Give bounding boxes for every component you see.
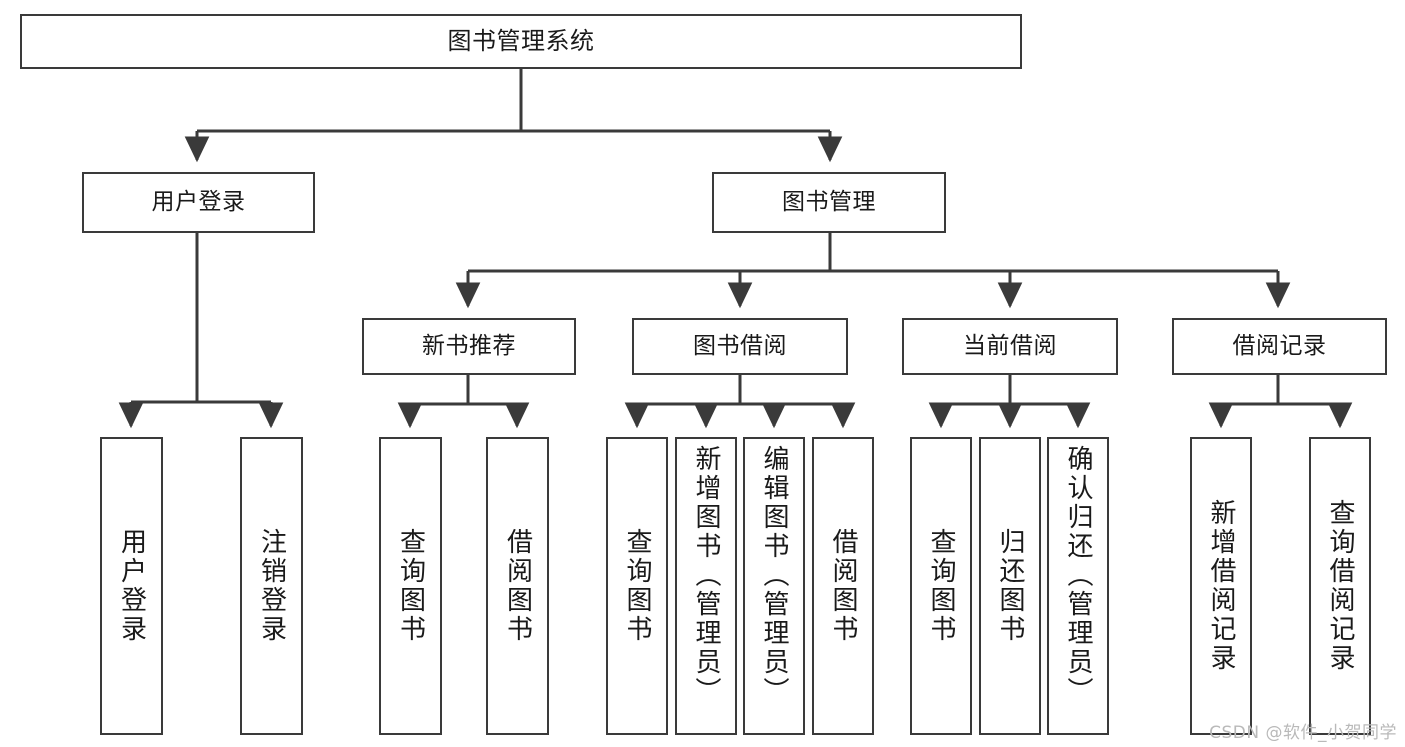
node-label: 注销登录 [256,528,287,644]
node-label: 确认归还（管理员） [1063,445,1093,706]
leaf-logout-login[interactable]: 注销登录 [240,437,303,735]
leaf-return-book[interactable]: 归还图书 [979,437,1041,735]
node-label: 编辑图书（管理员） [759,445,789,706]
leaf-query-book-current[interactable]: 查询图书 [910,437,972,735]
node-label: 查询借阅记录 [1325,499,1355,673]
node-user-login[interactable]: 用户登录 [82,172,315,233]
node-label: 图书管理系统 [447,27,595,56]
node-label: 归还图书 [995,528,1025,644]
node-label: 图书管理 [782,188,876,215]
node-label: 借阅图书 [828,528,858,644]
node-label: 查询图书 [395,528,426,644]
leaf-user-login[interactable]: 用户登录 [100,437,163,735]
node-borrow-record[interactable]: 借阅记录 [1172,318,1387,375]
leaf-query-book-recommend[interactable]: 查询图书 [379,437,442,735]
node-root-system[interactable]: 图书管理系统 [20,14,1022,69]
node-label: 新书推荐 [422,332,516,359]
node-current-borrow[interactable]: 当前借阅 [902,318,1118,375]
leaf-edit-book[interactable]: 编辑图书（管理员） [743,437,805,735]
node-book-management[interactable]: 图书管理 [712,172,946,233]
node-label: 借阅图书 [502,528,533,644]
node-label: 借阅记录 [1232,332,1327,359]
node-label: 新增借阅记录 [1206,499,1236,673]
leaf-confirm-return[interactable]: 确认归还（管理员） [1047,437,1109,735]
node-new-book-recommend[interactable]: 新书推荐 [362,318,576,375]
leaf-add-book[interactable]: 新增图书（管理员） [675,437,737,735]
leaf-borrow-book-borrow[interactable]: 借阅图书 [812,437,874,735]
node-label: 用户登录 [116,528,147,644]
node-book-borrow[interactable]: 图书借阅 [632,318,848,375]
leaf-borrow-book-recommend[interactable]: 借阅图书 [486,437,549,735]
node-label: 用户登录 [151,188,246,215]
leaf-query-borrow-record[interactable]: 查询借阅记录 [1309,437,1371,735]
leaf-query-book-borrow[interactable]: 查询图书 [606,437,668,735]
node-label: 查询图书 [926,528,956,644]
node-label: 图书借阅 [693,332,787,359]
node-label: 新增图书（管理员） [691,445,721,706]
leaf-add-borrow-record[interactable]: 新增借阅记录 [1190,437,1252,735]
node-label: 当前借阅 [963,332,1057,359]
node-label: 查询图书 [622,528,652,644]
